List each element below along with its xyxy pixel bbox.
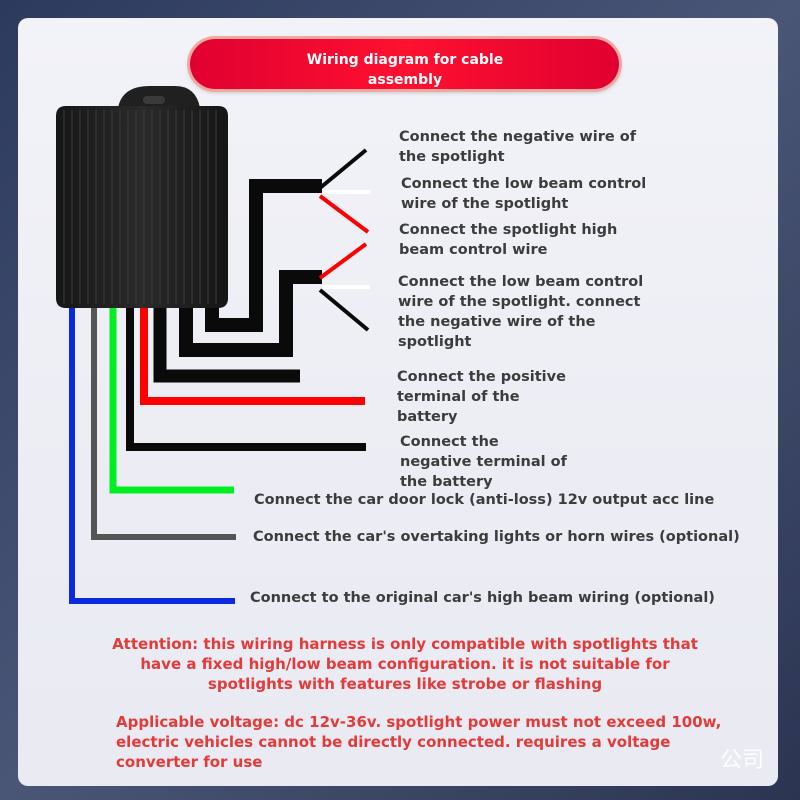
label-spot-negative: Connect the negative wire of the spotlig…: [399, 127, 636, 167]
label-line: Connect the low beam control: [398, 274, 644, 290]
label-line: beam control wire: [399, 242, 548, 258]
label-overtaking: Connect the car's overtaking lights or h…: [253, 529, 740, 545]
wire-spot1-negative: [318, 148, 368, 190]
label-line: wire of the spotlight: [401, 196, 569, 212]
wire-black-sheath-3: [153, 308, 300, 383]
label-line: Connect the positive: [397, 369, 566, 385]
label-line: the spotlight: [399, 149, 505, 165]
control-module: [56, 86, 228, 308]
label-line: spotlight: [398, 334, 472, 350]
note-line: converter for use: [116, 753, 263, 771]
label-line: Connect the: [400, 434, 499, 450]
wire-spotlight-1-sheath: [205, 179, 322, 332]
wire-battery-negative: [126, 308, 366, 451]
wire-spot2-negative: [318, 288, 370, 332]
wire-spotlight-2-sheath: [179, 270, 322, 357]
label-line: terminal of the: [397, 389, 520, 405]
attention-note: Attention: this wiring harness is only c…: [100, 634, 710, 694]
note-line: have a fixed high/low beam configuration…: [140, 655, 670, 673]
note-line: electric vehicles cannot be directly con…: [116, 733, 671, 751]
label-battery-positive: Connect the positive terminal of the bat…: [397, 367, 566, 427]
label-line: battery: [397, 409, 458, 425]
label-battery-negative: Connect the negative terminal of the bat…: [400, 432, 567, 492]
note-line: Attention: this wiring harness is only c…: [112, 635, 698, 653]
wire-spot1-high-beam: [318, 194, 370, 234]
title-banner: [190, 39, 619, 89]
label-high-beam-original: Connect to the original car's high beam …: [250, 590, 715, 606]
label-line: Connect the low beam control: [401, 176, 647, 192]
voltage-note: Applicable voltage: dc 12v-36v. spotligh…: [116, 712, 721, 772]
label-door-lock: Connect the car door lock (anti-loss) 12…: [254, 492, 715, 508]
label-line: Connect the spotlight high: [399, 222, 618, 238]
wire-spot2-high-beam: [318, 242, 368, 280]
watermark: 公司: [719, 748, 764, 773]
label-line: Connect the negative wire of: [399, 129, 637, 145]
label-spot-low-beam: Connect the low beam control wire of the…: [401, 174, 646, 214]
label-spot-high-beam: Connect the spotlight high beam control …: [399, 220, 617, 260]
label-line: wire of the spotlight. connect: [398, 294, 641, 310]
wire-original-high-beam: [69, 308, 235, 604]
diagram-title: Wiring diagram for cable assembly: [306, 52, 504, 88]
wire-door-lock-acc: [109, 308, 234, 494]
label-line: the battery: [400, 474, 493, 490]
label-spot2-combo: Connect the low beam control wire of the…: [398, 272, 643, 352]
label-line: negative terminal of: [400, 454, 567, 470]
label-line: the negative wire of the: [398, 314, 596, 330]
wire-overtaking-horn: [91, 308, 236, 540]
note-line: spotlights with features like strobe or …: [207, 675, 603, 693]
wire-battery-positive: [140, 308, 365, 405]
note-line: Applicable voltage: dc 12v-36v. spotligh…: [116, 713, 722, 731]
